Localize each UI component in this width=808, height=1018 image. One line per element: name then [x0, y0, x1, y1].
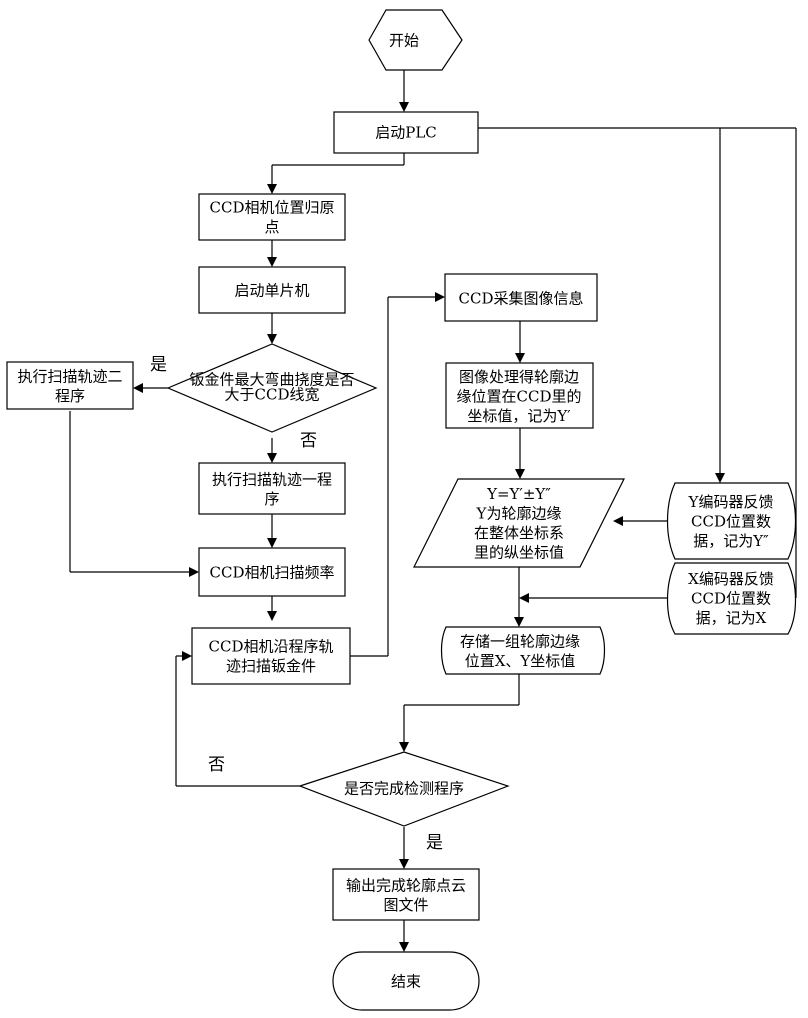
- node-text: Y=Y′±Y″ Y为轮廓边缘在整体坐标系里的纵坐标值: [474, 485, 564, 562]
- store-xy-storage: 存储一组轮廓边缘位置X、Y坐标值: [442, 627, 605, 674]
- node-text: X编码器反馈CCD位置数据，记为X: [688, 570, 774, 627]
- node-text-line: 执行扫描轨迹一程: [212, 471, 332, 489]
- node-text-line: 据，记为X: [696, 609, 767, 627]
- start-plc-box: 启动PLC: [334, 112, 478, 153]
- end-terminator: 结束: [333, 952, 479, 1010]
- node-text-line: 输出完成轮廓点云: [346, 877, 466, 895]
- node-text: CCD采集图像信息: [459, 289, 584, 307]
- node-text-line: 位置X、Y坐标值: [465, 652, 576, 670]
- node-text-line: Y为轮廓边缘: [476, 505, 562, 523]
- node-text-line: 坐标值，记为Y′: [467, 407, 571, 425]
- done-decision: 是否完成检测程序: [300, 752, 508, 826]
- node-text-line: 据，记为Y″: [693, 532, 769, 550]
- node-text: 存储一组轮廓边缘位置X、Y坐标值: [460, 633, 580, 671]
- node-text-line: CCD相机沿程序轨: [209, 638, 334, 656]
- node-text-line: 是否完成检测程序: [344, 779, 464, 797]
- x-encoder-storage: X编码器反馈CCD位置数据，记为X: [668, 563, 796, 634]
- node-text-line: 序: [264, 490, 279, 508]
- deflection-decision: 钣金件最大弯曲挠度是否大于CCD线宽: [168, 344, 376, 432]
- node-text-line: 结束: [391, 972, 421, 990]
- start-terminator: 开始: [369, 10, 462, 70]
- node-text-line: 图像处理得轮廓边: [459, 368, 579, 386]
- ccd-freq-box: CCD相机扫描频率: [199, 548, 345, 596]
- exec-track1-box: 执行扫描轨迹一程序: [199, 463, 345, 514]
- node-text-line: 缘位置在CCD里的: [457, 387, 582, 405]
- no-label-track1: 否: [300, 431, 317, 451]
- exec-track2-box: 执行扫描轨迹二程序: [7, 362, 133, 409]
- node-text-line: 在整体坐标系: [474, 524, 564, 542]
- y-encoder-storage: Y编码器反馈CCD位置数据，记为Y″: [668, 483, 796, 559]
- node-text-line: Y=Y′±Y″: [486, 485, 551, 503]
- ccd-home-box: CCD相机位置归原点: [199, 194, 345, 240]
- y-calc-parallelogram: Y=Y′±Y″ Y为轮廓边缘在整体坐标系里的纵坐标值: [414, 479, 624, 567]
- node-text-line: CCD相机扫描频率: [210, 563, 335, 581]
- node-text-line: 执行扫描轨迹二: [17, 368, 122, 386]
- node-text: CCD相机沿程序轨迹扫描钣金件: [209, 638, 334, 676]
- node-text-line: CCD相机位置归原: [210, 199, 335, 217]
- node-text-line: 存储一组轮廓边缘: [460, 633, 580, 651]
- node-text: 是否完成检测程序: [344, 779, 464, 797]
- node-text-line: X编码器反馈: [688, 570, 774, 588]
- node-text-line: CCD采集图像信息: [459, 289, 584, 307]
- yes-label-track2: 是: [150, 355, 167, 375]
- node-text-line: 启动PLC: [375, 123, 437, 141]
- node-text: CCD相机扫描频率: [210, 563, 335, 581]
- node-text-line: 大于CCD线宽: [225, 386, 320, 404]
- node-text: 启动单片机: [234, 281, 309, 299]
- output-cloud-box: 输出完成轮廓点云图文件: [333, 869, 479, 920]
- ccd-scan-box: CCD相机沿程序轨迹扫描钣金件: [192, 628, 350, 684]
- node-text: Y编码器反馈CCD位置数据，记为Y″: [688, 493, 774, 550]
- ccd-capture-box: CCD采集图像信息: [445, 274, 597, 321]
- node-text: 启动PLC: [375, 123, 437, 141]
- node-text: 图像处理得轮廓边缘位置在CCD里的坐标值，记为Y′: [457, 368, 582, 425]
- node-text-line: 开始: [389, 31, 419, 49]
- node-text-line: 点: [264, 218, 279, 236]
- no-label-loop: 否: [208, 755, 225, 775]
- node-text-line: Y编码器反馈: [688, 493, 774, 511]
- node-text-line: 启动单片机: [234, 281, 309, 299]
- yes-label-output: 是: [426, 833, 443, 853]
- node-text-line: 里的纵坐标值: [474, 544, 564, 562]
- image-processing-box: 图像处理得轮廓边缘位置在CCD里的坐标值，记为Y′: [446, 363, 593, 428]
- node-text-line: CCD位置数: [691, 589, 771, 607]
- node-text-line: 迹扫描钣金件: [226, 657, 316, 675]
- node-text-line: 程序: [55, 387, 85, 405]
- node-text-line: CCD位置数: [691, 512, 771, 530]
- start-mcu-box: 启动单片机: [199, 267, 345, 313]
- node-text: 开始: [389, 31, 419, 49]
- node-text: 结束: [391, 972, 421, 990]
- node-text-line: 图文件: [383, 896, 428, 914]
